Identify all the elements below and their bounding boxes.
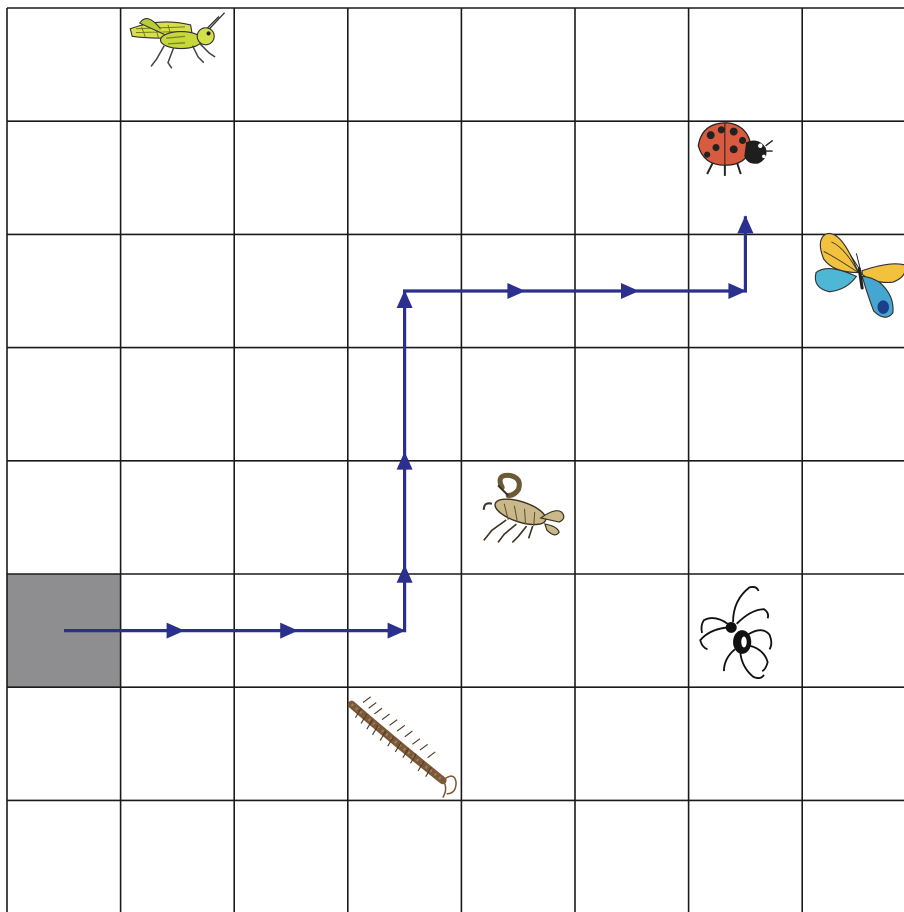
path-arrowhead	[167, 623, 185, 639]
path-arrowhead	[737, 215, 753, 233]
path-arrowhead	[397, 290, 413, 308]
scorpion-icon	[484, 475, 564, 542]
path-arrowhead	[507, 283, 525, 299]
path-route	[64, 215, 753, 638]
creatures	[130, 13, 904, 798]
centipede-icon	[352, 697, 457, 798]
path-arrowhead	[621, 283, 639, 299]
path-arrowhead	[388, 623, 406, 639]
path-arrowhead	[728, 283, 746, 299]
spider-icon	[700, 587, 771, 678]
butterfly-icon	[815, 233, 904, 317]
ladybug-icon	[698, 123, 772, 176]
grasshopper-icon	[130, 13, 224, 69]
path-arrowhead	[280, 623, 298, 639]
